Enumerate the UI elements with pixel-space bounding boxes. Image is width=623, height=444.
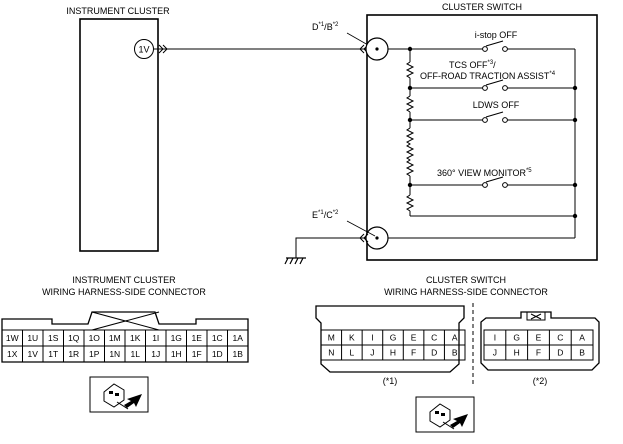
connector-pin: N [328, 348, 334, 358]
connector-pin: 1H [171, 349, 182, 359]
cluster-switch-title: CLUSTER SWITCH [442, 2, 522, 12]
connector-pin: 1D [212, 349, 223, 359]
connector-pin: B [452, 348, 458, 358]
connector-pin: 1E [192, 333, 203, 343]
cs-connector-title-1: CLUSTER SWITCH [426, 275, 506, 285]
connector-pin: G [390, 333, 397, 343]
cs-connector-title-2: WIRING HARNESS-SIDE CONNECTOR [384, 287, 548, 297]
terminal-bottom-label: E*1/C*2 [312, 210, 339, 220]
connector-mark-left [158, 44, 168, 54]
connector-pin: 1M [109, 333, 121, 343]
svg-text:1V: 1V [138, 45, 149, 55]
connector-pin: K [349, 333, 355, 343]
connector-pin: 1R [68, 349, 79, 359]
ic-connector-title-2: WIRING HARNESS-SIDE CONNECTOR [42, 287, 206, 297]
switch-label-ldws: LDWS OFF [473, 100, 520, 110]
connector-pin: A [579, 333, 585, 343]
connector-pin: E [536, 333, 542, 343]
connector-pin: I [494, 333, 496, 343]
ic-connector-title-1: INSTRUMENT CLUSTER [72, 275, 176, 285]
connector-pin: H [514, 348, 520, 358]
junction-dots [407, 46, 578, 219]
instrument-cluster-box [79, 18, 159, 252]
connector-pin: 1Q [68, 333, 80, 343]
connector-pin: M [328, 333, 335, 343]
connector-pin: 1O [89, 333, 101, 343]
switch-label-360: 360° VIEW MONITOR*5 [437, 168, 532, 178]
connector-pin: 1J [151, 349, 160, 359]
ground-icon [284, 257, 306, 265]
connector-pin: J [493, 348, 497, 358]
connector-pin: L [349, 348, 354, 358]
cs-connector-2 [480, 311, 600, 371]
switch-label-istop: i-stop OFF [475, 30, 518, 40]
connector-pin: 1S [48, 333, 59, 343]
switch-label-tcs: TCS OFF*3/ [449, 60, 496, 70]
ground-wire [295, 237, 366, 258]
connector-pin: C [431, 333, 437, 343]
connector-pin: 1N [109, 349, 120, 359]
connector-pin: A [452, 333, 458, 343]
ic-connector-row-2: 1X 1V 1T 1R 1P 1N 1L 1J 1H 1F 1D 1B [7, 346, 243, 362]
pin-1v: 1V [134, 39, 154, 59]
connector-pin: 1K [130, 333, 141, 343]
connector-pin: D [431, 348, 437, 358]
cs-connector-1 [315, 305, 466, 373]
connector-view-icon [89, 376, 149, 413]
connector-pin: 1T [48, 349, 58, 359]
connector-pin: 1B [233, 349, 244, 359]
switch-contacts [482, 40, 508, 188]
connector-pin: 1V [28, 349, 39, 359]
ic-connector-row-1: 1W 1U 1S 1Q 1O 1M 1K 1I 1G 1E 1C 1A [6, 330, 243, 346]
instrument-cluster-title: INSTRUMENT CLUSTER [66, 6, 170, 16]
cluster-switch-box [366, 14, 598, 261]
connector-pin: C [557, 333, 563, 343]
connector-pin: H [390, 348, 396, 358]
terminal-top-label: D*1/B*2 [312, 22, 339, 32]
connector-pin: 1P [89, 349, 100, 359]
connector-mark-ground [359, 233, 369, 243]
cs-connector-1-caption: (*1) [383, 376, 398, 386]
terminal-bottom [365, 226, 389, 250]
connector-pin: 1I [152, 333, 159, 343]
connector-pin: 1W [6, 333, 19, 343]
switch-label-offroad: OFF-ROAD TRACTION ASSIST*4 [420, 71, 556, 81]
cs-connector-2-caption: (*2) [533, 376, 548, 386]
connector-pin: F [411, 348, 416, 358]
connector-pin: 1C [212, 333, 223, 343]
connector-pin: G [513, 333, 520, 343]
connector-pin: J [370, 348, 374, 358]
connector-pin: B [579, 348, 585, 358]
connector-pin: I [371, 333, 373, 343]
connector-view-icon [415, 396, 475, 433]
connector-pin: E [411, 333, 417, 343]
connector-pin: 1U [27, 333, 38, 343]
connector-pin: D [557, 348, 563, 358]
connector-pin: 1X [7, 349, 18, 359]
connector-pin: 1G [171, 333, 182, 343]
connector-pin: F [536, 348, 541, 358]
connector-pin: 1L [131, 349, 141, 359]
connector-pin: 1A [233, 333, 244, 343]
terminal-top [365, 37, 389, 61]
connector-pin: 1F [192, 349, 202, 359]
